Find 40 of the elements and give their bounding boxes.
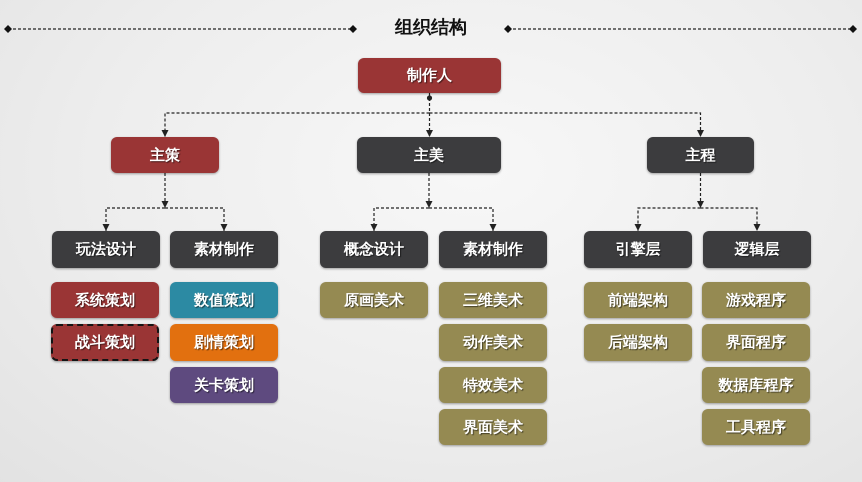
role-box: 玩法设计	[52, 231, 160, 268]
role-box: 数据库程序	[702, 367, 810, 403]
role-box: 界面美术	[439, 409, 547, 445]
diagram-title: 组织结构	[395, 16, 467, 40]
role-box: 关卡策划	[170, 367, 278, 403]
role-box: 逻辑层	[703, 231, 811, 268]
role-box: 原画美术	[320, 282, 428, 318]
role-box: 素材制作	[170, 231, 278, 268]
dashed-arrow	[165, 207, 228, 231]
role-box: 系统策划	[51, 282, 159, 318]
dashed-arrow	[370, 207, 429, 231]
role-box: 引擎层	[584, 231, 692, 268]
dashed-line	[697, 173, 704, 208]
dashed-arrow	[102, 207, 165, 231]
role-box: 主美	[357, 137, 501, 173]
role-box: 特效美术	[439, 367, 547, 403]
role-box: 剧情策划	[170, 324, 278, 361]
role-box: 概念设计	[320, 231, 428, 268]
role-box: 界面程序	[702, 324, 810, 361]
dashed-arrow	[700, 207, 760, 231]
role-box: 三维美术	[439, 282, 547, 318]
role-box: 后端架构	[584, 324, 692, 361]
dashed-line	[162, 173, 168, 208]
dashed-arrow	[162, 112, 430, 137]
role-box: 战斗策划	[51, 324, 159, 361]
role-box: 主程	[647, 137, 754, 173]
dashed-line	[426, 93, 432, 113]
role-box: 游戏程序	[702, 282, 810, 318]
dashed-arrow	[634, 207, 700, 231]
role-box: 前端架构	[584, 282, 692, 318]
role-box: 工具程序	[702, 409, 810, 445]
role-box: 动作美术	[439, 324, 547, 361]
dashed-arrow	[430, 112, 704, 137]
role-box: 制作人	[358, 58, 501, 93]
role-box: 主策	[111, 137, 219, 173]
dashed-arrow	[426, 113, 433, 137]
dashed-line	[426, 173, 432, 208]
role-box: 素材制作	[439, 231, 547, 268]
dashed-arrow	[429, 207, 496, 231]
role-box: 数值策划	[170, 282, 278, 318]
